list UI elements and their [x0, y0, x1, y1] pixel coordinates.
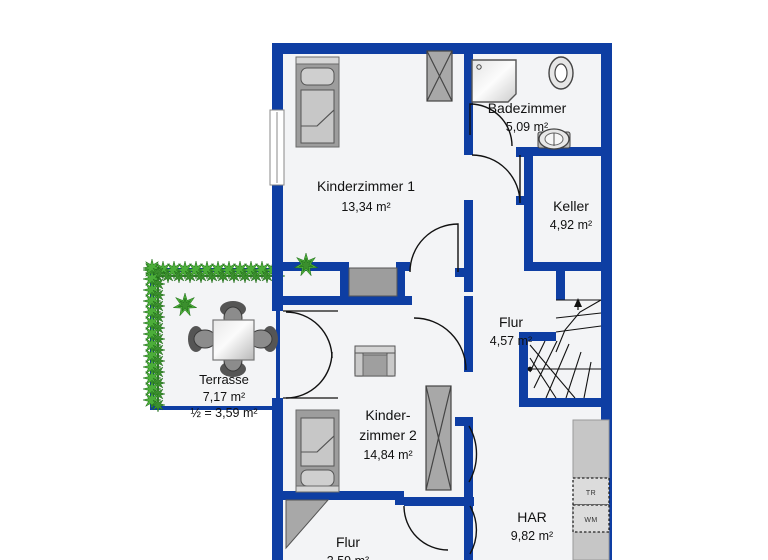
wash-basin-icon — [537, 128, 571, 150]
hedge-icon — [142, 258, 286, 413]
wall-kz2-bottom-c — [283, 491, 328, 500]
label-kinderzimmer2-name: Kinder- — [365, 407, 410, 423]
wall-center-lower — [464, 425, 473, 493]
wall-left-step — [272, 263, 283, 311]
armchair-icon — [354, 345, 396, 377]
terrace-table-icon — [212, 319, 255, 361]
wall-kz1-bath — [464, 43, 473, 155]
bed-icon-2 — [295, 409, 340, 493]
door-terrace-lower — [285, 351, 333, 399]
wall-kz2-bottom-b — [404, 497, 474, 506]
label-flur-eg-area: 3,59 m² — [327, 554, 369, 560]
plant-icon-a — [172, 292, 198, 317]
wall-bath-keller-stub — [516, 147, 525, 157]
stair-wedge-icon — [285, 499, 330, 550]
interior-walls — [283, 43, 612, 560]
shower-icon — [471, 59, 517, 103]
label-har-area: 9,82 m² — [511, 529, 553, 543]
label-flur-og-area: 4,57 m² — [490, 334, 532, 348]
wall-keller-jamb — [516, 196, 526, 205]
label-terrasse-name: Terrasse — [199, 372, 249, 387]
wall-right — [601, 43, 612, 560]
appliance-label-tr: TR — [586, 490, 596, 497]
har-appliances: TR WM — [572, 419, 610, 560]
toilet-icon — [548, 56, 574, 90]
wall-stair-bottom — [519, 398, 612, 407]
wall-center-upper — [464, 296, 473, 372]
door-flur-eg-b — [469, 505, 478, 555]
door-keller — [471, 154, 521, 204]
terrace-furniture — [188, 301, 278, 377]
plant-icon-b — [293, 252, 319, 277]
wall-kz1-stub — [464, 270, 473, 292]
wall-kz1-bottom-b — [283, 296, 349, 305]
wall-kz1-stub-h — [455, 268, 473, 277]
wall-kz2-har — [464, 493, 473, 560]
wall-center-jamb — [455, 417, 473, 426]
label-har-name: HAR — [517, 509, 547, 525]
label-flur-og-name: Flur — [499, 314, 523, 330]
wall-kz2-jamb — [395, 491, 404, 505]
label-kinderzimmer2-area: 14,84 m² — [363, 448, 412, 462]
sideboard-icon — [348, 267, 398, 297]
label-kinderzimmer1-name: Kinderzimmer 1 — [317, 178, 415, 194]
room-labels: Kinderzimmer 1 13,34 m² Badezimmer 5,09 … — [190, 100, 592, 560]
wall-keller-bottom — [524, 262, 612, 271]
wall-kz2-bottom-a — [283, 491, 401, 500]
wall-kz1-notch-v — [340, 262, 349, 304]
window-icon-left — [269, 109, 285, 186]
appliance-label-wm: WM — [584, 517, 597, 524]
wall-bath-keller — [524, 147, 612, 156]
wall-kz1-bottom-c — [340, 296, 412, 305]
door-flur-kz2 — [413, 317, 467, 371]
door-badezimmer — [469, 103, 513, 147]
wall-keller-left — [524, 155, 533, 270]
wardrobe-icon-1 — [426, 50, 453, 102]
door-kinderzimmer1 — [409, 223, 459, 273]
wall-top — [272, 43, 612, 54]
label-keller-name: Keller — [553, 198, 589, 214]
chair-icon-right — [249, 326, 278, 352]
label-badezimmer-name: Badezimmer — [488, 100, 567, 116]
chair-icon-left — [188, 326, 217, 352]
label-kinderzimmer1-area: 13,34 m² — [341, 200, 390, 214]
doors — [283, 103, 521, 555]
label-kinderzimmer2-name2: zimmer 2 — [359, 427, 417, 443]
wall-kz1-notch-h — [396, 262, 410, 271]
door-flur-lower — [468, 425, 478, 483]
wall-kz1-notch-v2 — [396, 262, 405, 304]
staircase-icon — [527, 298, 602, 399]
label-badezimmer-area: 5,09 m² — [506, 120, 548, 134]
wall-stair-v — [519, 332, 528, 406]
label-terrasse-area-half: ½ = 3,59 m² — [190, 406, 257, 420]
door-flur-eg-a — [403, 505, 449, 551]
label-terrasse-area: 7,17 m² — [203, 390, 245, 404]
wall-stair-top — [519, 332, 565, 341]
wardrobe-icon-2 — [425, 385, 452, 491]
bed-icon-1 — [295, 56, 340, 148]
wall-kz1-flur-a — [464, 200, 473, 270]
wall-left-lower — [272, 398, 283, 560]
label-flur-eg-name: Flur — [336, 534, 360, 550]
label-keller-area: 4,92 m² — [550, 218, 592, 232]
door-terrace-upper — [285, 311, 333, 359]
